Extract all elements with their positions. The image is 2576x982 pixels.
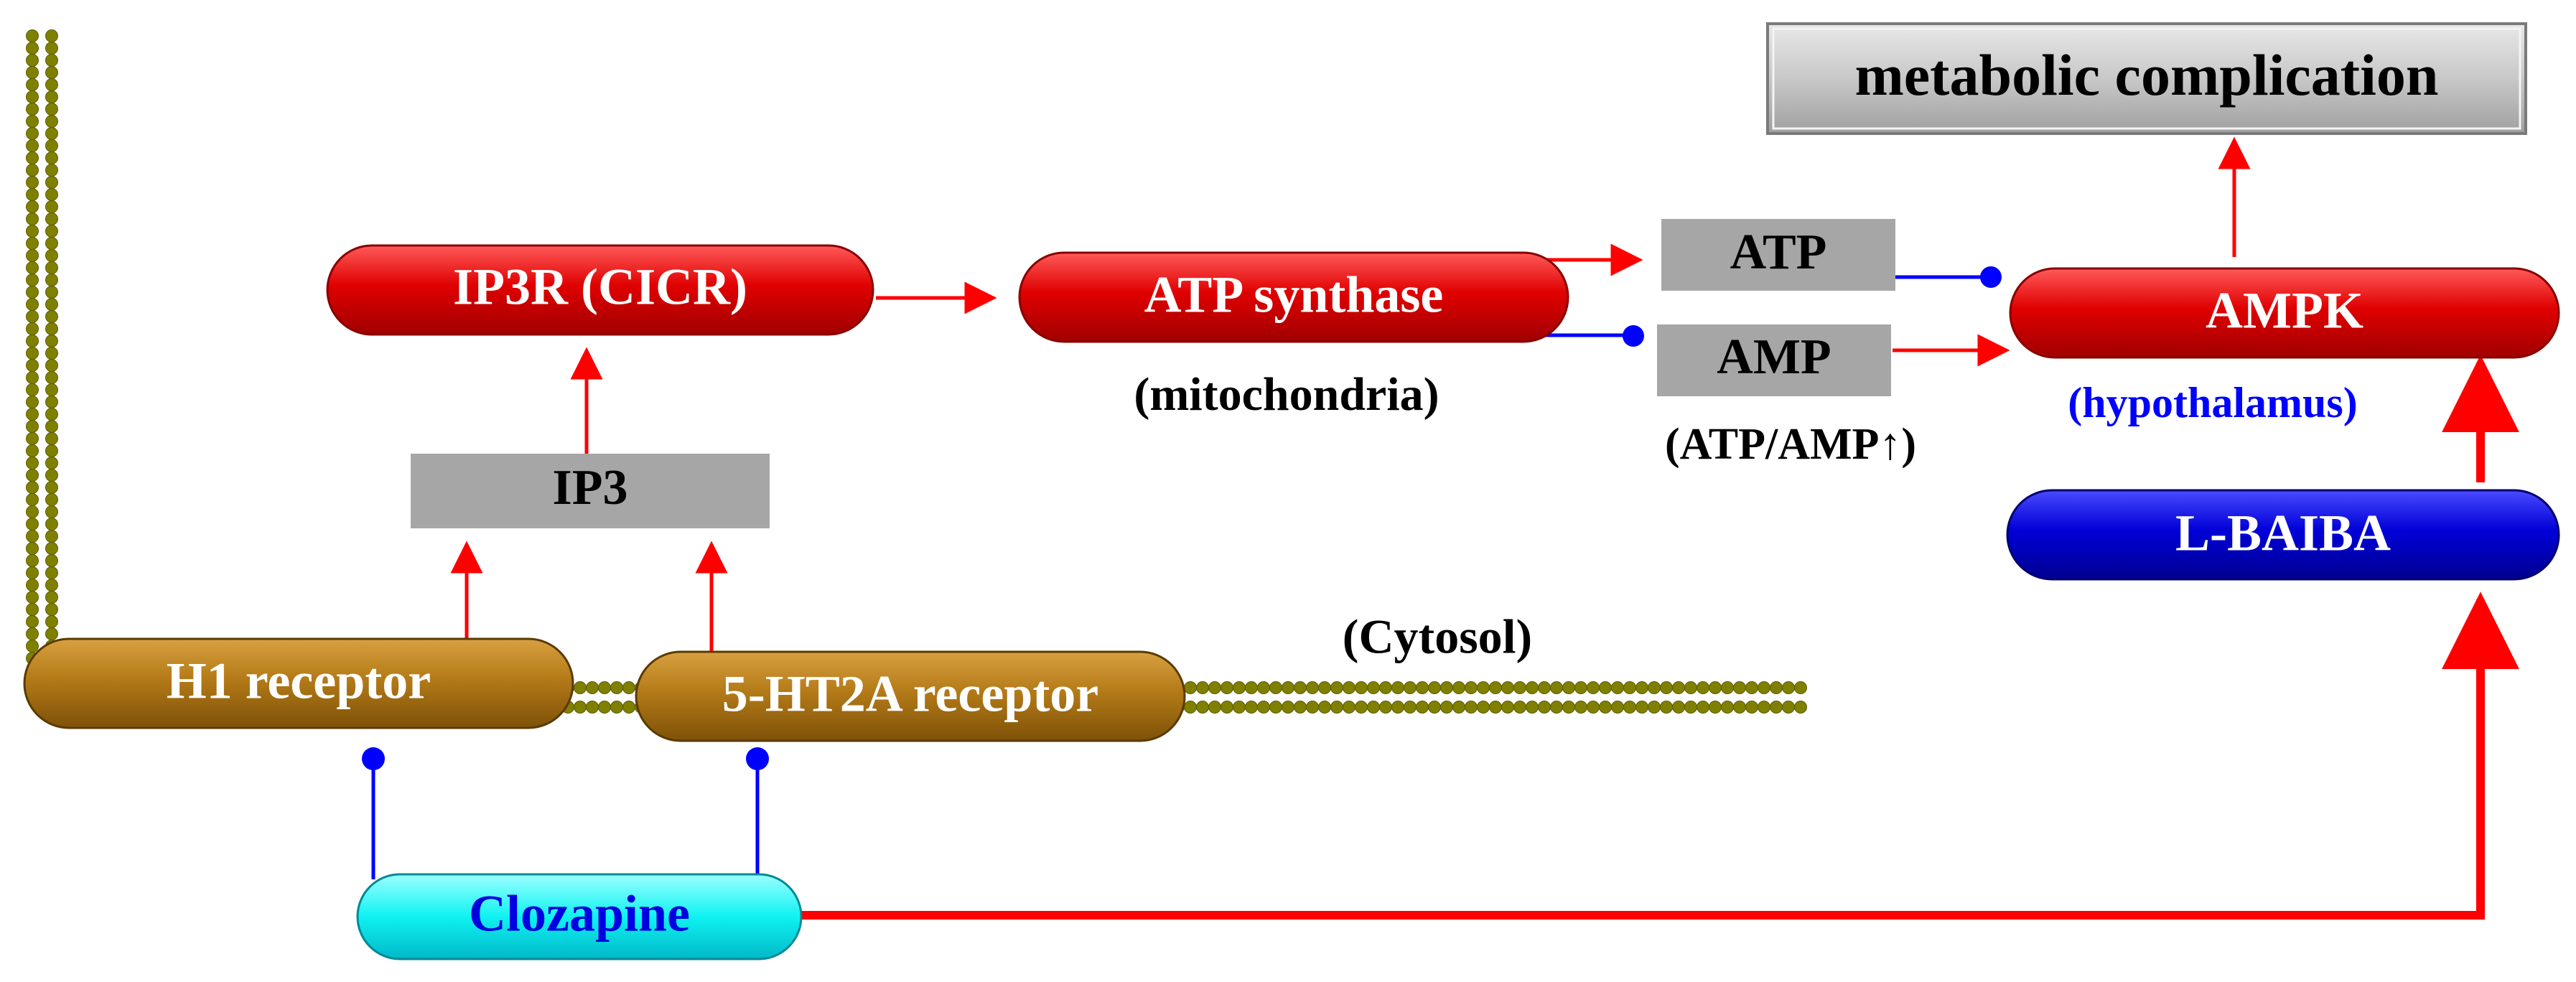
cytosol-label: (Cytosol) — [1343, 609, 1532, 664]
ip3r-label: IP3R (CICR) — [453, 258, 747, 316]
h1-receptor-node: H1 receptor — [23, 637, 574, 729]
inhibit-end-ampk — [1980, 266, 2002, 288]
atp-synthase-node: ATP synthase — [1018, 251, 1569, 343]
atp-node: ATP — [1661, 219, 1895, 291]
ip3-label: IP3 — [553, 460, 628, 515]
cell-membrane — [26, 29, 1807, 714]
clozapine-node: Clozapine — [356, 873, 803, 960]
5ht2a-receptor-node: 5-HT2A receptor — [635, 650, 1186, 742]
atp-synthase-label: ATP synthase — [1144, 266, 1444, 324]
mitochondria-label: (mitochondria) — [1134, 368, 1439, 421]
clozapine-label: Clozapine — [469, 885, 690, 943]
metabolic-complication-label: metabolic complication — [1854, 42, 2438, 108]
metabolic-complication-node: metabolic complication — [1766, 22, 2527, 135]
5ht2a-receptor-label: 5-HT2A receptor — [722, 665, 1099, 723]
inhibit-end-h1 — [362, 747, 385, 770]
amp-node: AMP — [1657, 324, 1891, 396]
ip3-node: IP3 — [411, 454, 770, 528]
inhibit-end-amp — [1623, 325, 1644, 347]
inhibit-end-5ht2a — [746, 747, 769, 770]
hypothalamus-label: (hypothalamus) — [2068, 379, 2357, 426]
atp-label: ATP — [1730, 225, 1827, 280]
h1-receptor-label: H1 receptor — [167, 653, 431, 710]
atp-amp-ratio-label: (ATP/AMP↑) — [1665, 420, 1916, 469]
ip3r-node: IP3R (CICR) — [326, 244, 874, 336]
arrow-clozapine-to-lbaiba — [801, 591, 2519, 920]
ampk-node: AMPK — [2009, 267, 2560, 359]
l-baiba-label: L-BAIBA — [2175, 505, 2391, 562]
l-baiba-node: L-BAIBA — [2006, 489, 2560, 581]
ampk-label: AMPK — [2206, 282, 2363, 340]
amp-label: AMP — [1717, 329, 1831, 385]
